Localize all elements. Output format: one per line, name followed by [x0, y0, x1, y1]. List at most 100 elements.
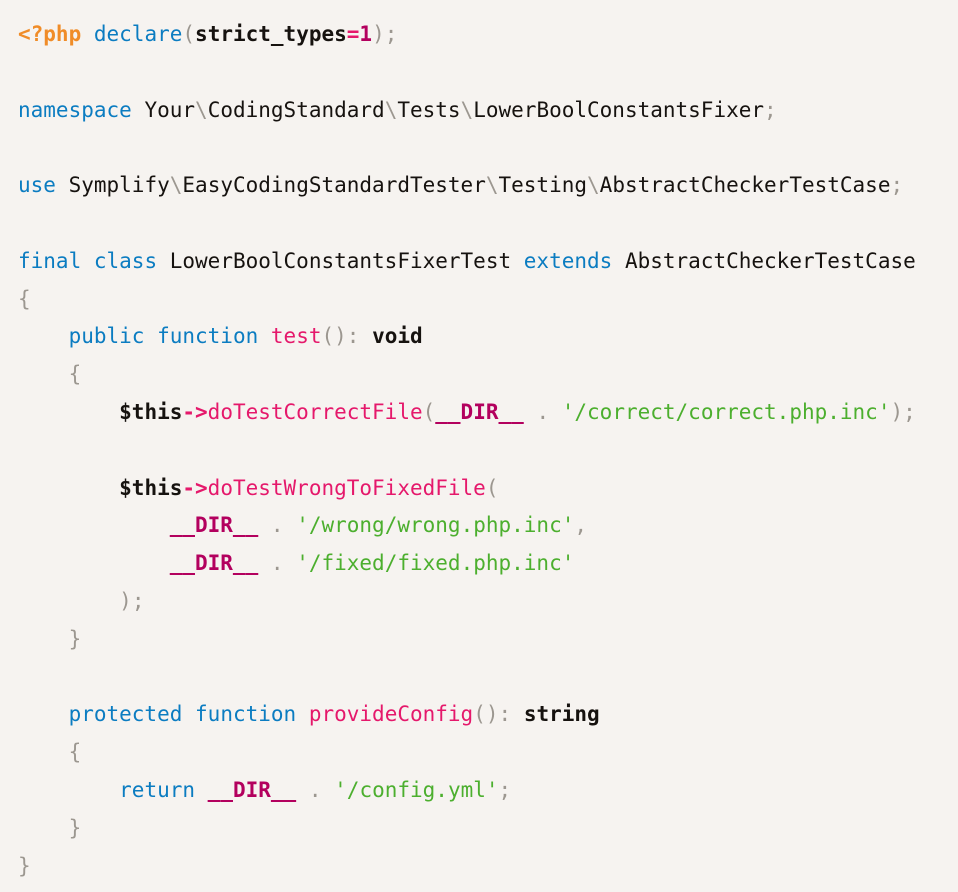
code-line: { [18, 734, 958, 772]
code-token-space [18, 513, 170, 537]
code-token-name: CodingStandard [207, 97, 385, 122]
code-line: { [18, 281, 958, 319]
code-line: __DIR__ . '/wrong/wrong.php.inc', [18, 507, 958, 545]
code-token-punc: ; [498, 777, 512, 802]
code-token-punc: ) [372, 22, 385, 46]
code-token-punc: \ [195, 97, 208, 122]
code-token-space [18, 400, 119, 424]
code-line: ); [18, 583, 958, 621]
code-token-punc: . [270, 513, 284, 538]
code-line [18, 659, 958, 697]
code-token-space [296, 702, 309, 726]
code-token-punc: : [346, 324, 360, 349]
code-token-fn: test [270, 324, 322, 349]
code-token-const: __DIR__ [435, 399, 524, 424]
code-token-name: Testing [498, 173, 588, 198]
code-token-space [511, 702, 524, 726]
code-token-kw: declare [93, 22, 183, 46]
code-token-name: Tests [397, 97, 461, 122]
code-token-punc: { [18, 286, 31, 311]
code-token-punc: () [321, 324, 347, 349]
code-token-punc: ; [384, 22, 398, 46]
code-token-tag: <?php [18, 22, 82, 46]
code-token-fn: doTestWrongToFixedFile [207, 475, 486, 500]
code-token-space [195, 778, 208, 802]
code-token-punc: : [498, 702, 512, 727]
code-token-kw: final [18, 248, 82, 273]
code-token-kw: class [93, 248, 158, 273]
code-token-fn: provideConfig [308, 702, 474, 727]
code-token-punc: \ [485, 173, 499, 198]
code-token-punc: , [574, 513, 588, 538]
code-token-space [258, 513, 271, 537]
code-token-punc: ( [422, 399, 436, 424]
code-token-space [18, 778, 119, 802]
code-token-space [132, 98, 145, 122]
code-token-name: AbstractCheckerTestCase [624, 248, 916, 273]
code-token-punc: ) [890, 399, 904, 424]
code-token-punc: } [68, 815, 82, 840]
code-token-space [258, 324, 271, 348]
code-token-punc: { [68, 740, 82, 765]
code-token-punc: } [18, 853, 31, 878]
code-token-name: LowerBoolConstantsFixer [473, 97, 765, 122]
code-line: { [18, 356, 958, 394]
code-token-space [18, 702, 69, 726]
code-token-punc: \ [460, 97, 474, 122]
code-token-const: __DIR__ [169, 513, 259, 538]
code-line: } [18, 810, 958, 848]
code-token-kw: function [195, 702, 297, 727]
code-line: protected function provideConfig(): stri… [18, 696, 958, 734]
code-token-space [511, 249, 524, 273]
code-token-punc: . [270, 551, 284, 576]
code-token-plain: $this [119, 475, 183, 500]
code-token-space [18, 816, 69, 840]
code-line [18, 205, 958, 243]
code-token-punc: \ [587, 173, 600, 198]
code-token-space [182, 702, 195, 726]
code-token-space [81, 249, 94, 273]
code-line: } [18, 848, 958, 886]
code-token-const: __DIR__ [207, 777, 297, 802]
code-token-space [524, 400, 537, 424]
code-line: } [18, 621, 958, 659]
code-token-punc: { [68, 362, 82, 387]
code-token-punc: . [308, 777, 322, 802]
code-token-space [18, 362, 69, 386]
code-line: use Symplify\EasyCodingStandardTester\Te… [18, 167, 958, 205]
code-token-kw: function [157, 324, 259, 349]
code-token-op: = [346, 22, 360, 46]
code-token-space [18, 551, 170, 575]
code-token-str: '/config.yml' [334, 777, 499, 802]
code-token-space [258, 551, 271, 575]
code-token-str: '/wrong/wrong.php.inc' [296, 513, 575, 538]
code-line: <?php declare(strict_types=1); [18, 16, 958, 54]
code-token-plain: void [372, 324, 423, 349]
code-token-str: '/fixed/fixed.php.inc' [296, 551, 575, 576]
code-token-space [549, 400, 562, 424]
code-line: namespace Your\CodingStandard\Tests\Lowe… [18, 92, 958, 130]
code-token-kw: return [119, 777, 196, 802]
code-line [18, 54, 958, 92]
code-token-kw: public [68, 324, 145, 349]
code-token-punc: . [536, 399, 550, 424]
code-token-op: -> [182, 475, 208, 500]
code-token-plain: strict_types [195, 22, 347, 46]
code-token-kw: extends [523, 248, 613, 273]
code-token-space [284, 551, 297, 575]
code-token-name: Symplify [68, 173, 170, 198]
code-token-punc: ( [182, 22, 196, 46]
code-line: final class LowerBoolConstantsFixerTest … [18, 243, 958, 281]
code-line: $this->doTestCorrectFile(__DIR__ . '/cor… [18, 394, 958, 432]
code-token-punc: } [68, 626, 82, 651]
code-token-space [284, 513, 297, 537]
code-token-punc: ) [119, 588, 132, 613]
code-token-punc: ( [485, 475, 499, 500]
code-token-num: 1 [359, 22, 373, 46]
code-token-name: AbstractCheckerTestCase [599, 173, 891, 198]
code-token-space [18, 589, 119, 613]
code-token-punc: ; [764, 97, 777, 122]
code-token-punc: \ [384, 97, 398, 122]
code-line: __DIR__ . '/fixed/fixed.php.inc' [18, 545, 958, 583]
